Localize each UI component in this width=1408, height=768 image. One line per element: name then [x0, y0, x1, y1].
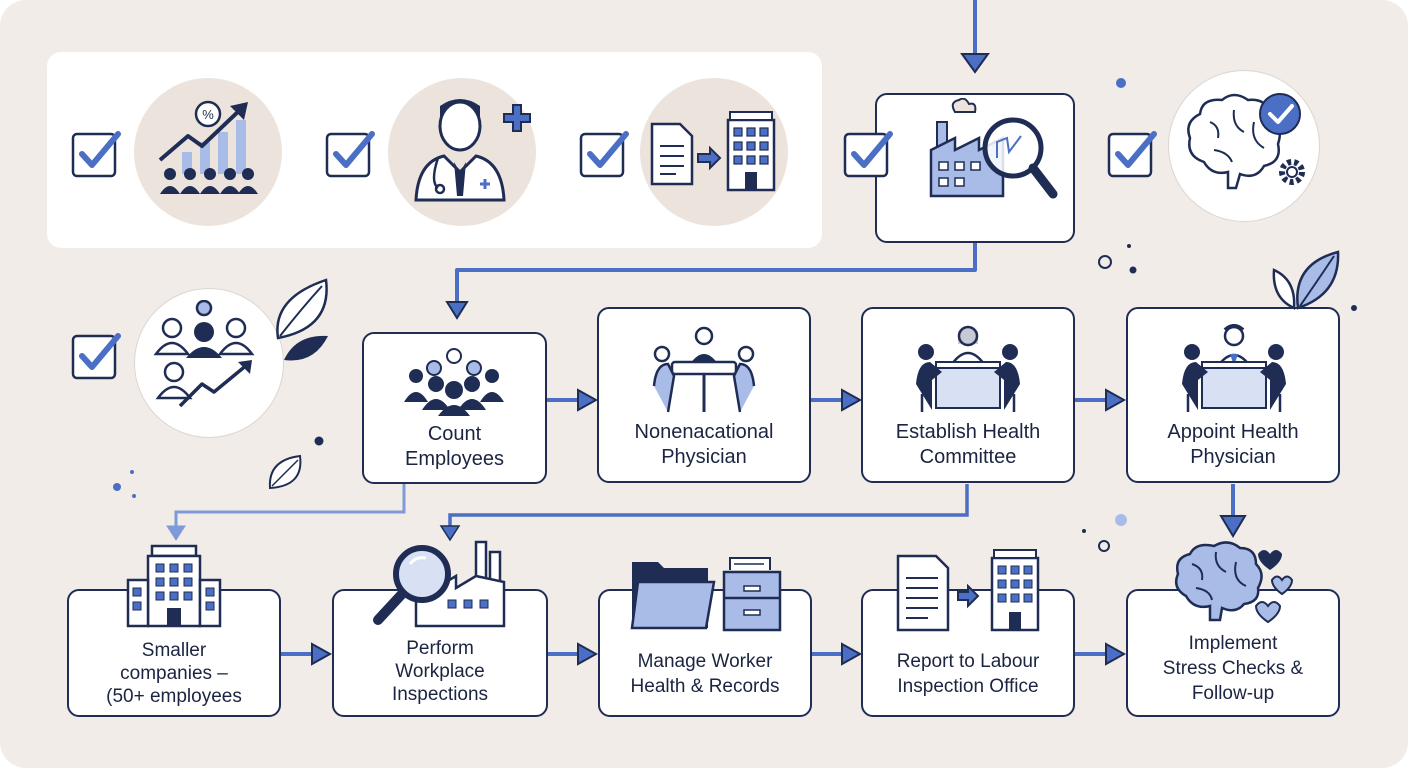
- connector-count-to-smaller: [174, 484, 406, 528]
- checked-checkbox-icon: [1107, 131, 1157, 178]
- smaller-companies-label: Smaller companies – (50+ employees: [106, 640, 242, 707]
- count-employees-label: Count Employees: [405, 423, 504, 470]
- report-labour-office-node: Report to Labour Inspection Office: [861, 589, 1075, 717]
- perform-workplace-inspections-label: Perform Workplace Inspections: [391, 638, 489, 705]
- magnifier-factory-icon: [373, 540, 506, 628]
- meeting-table-icon: [652, 326, 756, 413]
- folder-cabinet-icon: [630, 557, 782, 632]
- physician-meeting-icon: [1182, 324, 1286, 412]
- report-labour-office-label: Report to Labour Inspection Office: [896, 651, 1040, 697]
- report-to-office-icon: [896, 549, 1040, 632]
- connector-committee-to-inspect: [448, 484, 969, 528]
- decorative-dots: [113, 78, 1357, 552]
- brain-check-gear-icon: [1187, 93, 1305, 190]
- factory-magnifier-icon: [929, 98, 1058, 199]
- crowd-people-icon: [404, 348, 504, 416]
- document-to-building-icon: [650, 111, 776, 192]
- leaf-icon: [276, 278, 328, 361]
- implement-stress-checks-label: Implement Stress Checks & Follow-up: [1162, 633, 1304, 704]
- appoint-health-physician-label: Appoint Health Physician: [1167, 421, 1299, 468]
- establish-health-committee-label: Establish Health Committee: [895, 421, 1041, 468]
- office-building-icon: [126, 544, 222, 628]
- checked-checkbox-icon: [71, 333, 121, 380]
- growth-chart-people-icon: %: [158, 100, 258, 194]
- svg-text:%: %: [202, 107, 214, 122]
- brain-hearts-icon: [1175, 541, 1294, 624]
- leaf-icon: [1272, 250, 1340, 310]
- checked-checkbox-icon: [843, 131, 893, 178]
- nonenacational-physician-label: Nonenacational Physician: [634, 421, 774, 468]
- checked-checkbox-icon: [71, 131, 121, 178]
- checked-checkbox-icon: [579, 131, 629, 178]
- checked-checkbox-icon: [325, 131, 375, 178]
- doctor-plus-icon: [414, 99, 531, 202]
- connector-factory-to-count: [455, 243, 977, 305]
- committee-meeting-icon: [916, 325, 1020, 412]
- manage-worker-health-label: Manage Worker Health & Records: [630, 651, 780, 697]
- team-growth-icon: [153, 300, 255, 408]
- leaf-icon: [268, 454, 302, 490]
